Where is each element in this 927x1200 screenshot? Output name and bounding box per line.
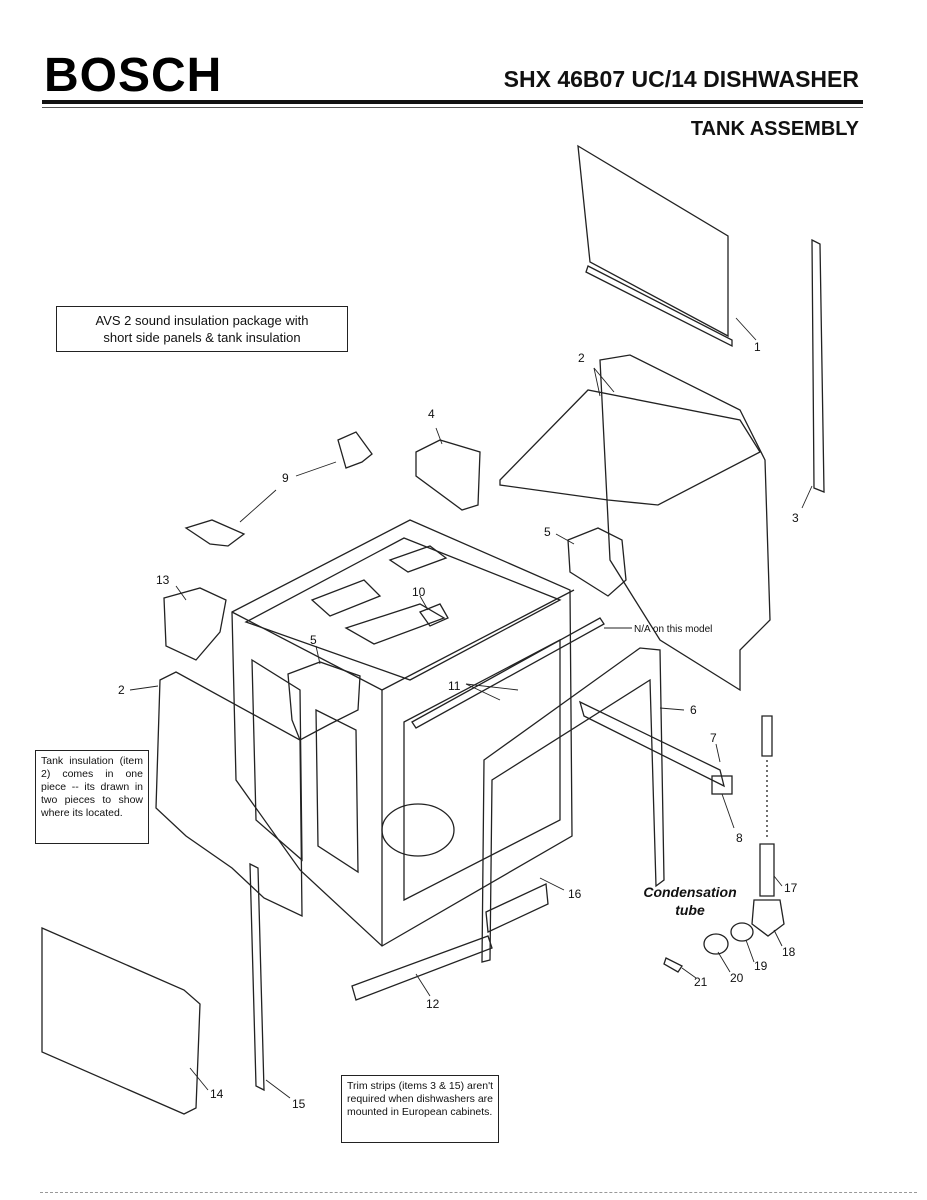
footer-rule bbox=[40, 1192, 917, 1194]
label-part-13: 13 bbox=[156, 573, 170, 587]
part-10-clip bbox=[418, 603, 449, 627]
label-part-3: 3 bbox=[792, 511, 799, 525]
part-14-kick-panel bbox=[41, 927, 201, 1115]
part-16-base-plate bbox=[485, 883, 549, 933]
label-part-18: 18 bbox=[782, 945, 796, 959]
tank-insulation-note: Tank insulation (item 2) comes in one pi… bbox=[35, 750, 149, 844]
part-17-tube-top bbox=[761, 715, 773, 757]
part-12-bracket bbox=[351, 935, 493, 1001]
label-part-8: 8 bbox=[736, 831, 743, 845]
trim-strips-note: Trim strips (items 3 & 15) aren't requir… bbox=[341, 1075, 499, 1143]
part-4-bracket bbox=[415, 439, 481, 511]
part-1-panel bbox=[577, 144, 729, 338]
label-part-2-top: 2 bbox=[578, 351, 585, 365]
label-part-6: 6 bbox=[690, 703, 697, 717]
brand-logo: BOSCH bbox=[44, 49, 223, 102]
part-6-frame bbox=[481, 647, 665, 963]
label-part-2-left: 2 bbox=[118, 683, 125, 697]
label-part-4: 4 bbox=[428, 407, 435, 421]
na-rail bbox=[411, 617, 605, 729]
avs-note-text: AVS 2 sound insulation package with shor… bbox=[95, 313, 309, 345]
label-part-11: 11 bbox=[448, 679, 461, 693]
condensation-tube-label: Condensation tube bbox=[640, 883, 740, 919]
part-2-insulation-left bbox=[155, 671, 303, 918]
label-part-1: 1 bbox=[754, 340, 761, 354]
label-part-7: 7 bbox=[710, 731, 717, 745]
part-19-ring bbox=[730, 922, 754, 942]
part-21-screw bbox=[663, 957, 683, 973]
label-part-15: 15 bbox=[292, 1097, 306, 1111]
part-2-insulation-top bbox=[499, 389, 761, 506]
label-part-5-lower: 5 bbox=[310, 633, 317, 647]
part-15-trim-strip bbox=[249, 862, 265, 1092]
condensation-line-2: tube bbox=[675, 902, 705, 918]
tank-body bbox=[231, 519, 573, 947]
label-part-20: 20 bbox=[730, 971, 744, 985]
header-rule bbox=[42, 100, 863, 104]
na-note: N/A on this model bbox=[634, 624, 712, 635]
part-7-rail bbox=[578, 700, 725, 788]
part-13-bracket bbox=[163, 587, 227, 661]
part-9-bracket-top bbox=[337, 431, 373, 469]
label-part-21: 21 bbox=[694, 975, 708, 989]
part-20-nut bbox=[703, 933, 729, 955]
label-part-10: 10 bbox=[412, 585, 426, 599]
label-part-14: 14 bbox=[210, 1087, 224, 1101]
part-9-bracket-left bbox=[184, 519, 246, 547]
model-title: SHX 46B07 UC/14 DISHWASHER bbox=[503, 66, 859, 92]
label-part-12: 12 bbox=[426, 997, 440, 1011]
header-rule-thin bbox=[42, 107, 863, 108]
part-18-fitting bbox=[751, 899, 785, 937]
label-part-5-upper: 5 bbox=[544, 525, 551, 539]
part-5-bracket-upper bbox=[567, 527, 627, 597]
avs-note-box: AVS 2 sound insulation package with shor… bbox=[56, 306, 348, 352]
part-17-tube-bottom bbox=[759, 843, 775, 897]
part-2-insulation-right bbox=[599, 354, 771, 692]
part-3-trim-strip bbox=[811, 238, 825, 493]
condensation-line-1: Condensation bbox=[643, 884, 737, 900]
section-title: TANK ASSEMBLY bbox=[690, 118, 859, 140]
label-part-9: 9 bbox=[282, 471, 289, 485]
part-5-bracket-lower bbox=[287, 661, 361, 741]
label-part-17: 17 bbox=[784, 881, 798, 895]
label-part-16: 16 bbox=[568, 887, 582, 901]
label-part-19: 19 bbox=[754, 959, 768, 973]
